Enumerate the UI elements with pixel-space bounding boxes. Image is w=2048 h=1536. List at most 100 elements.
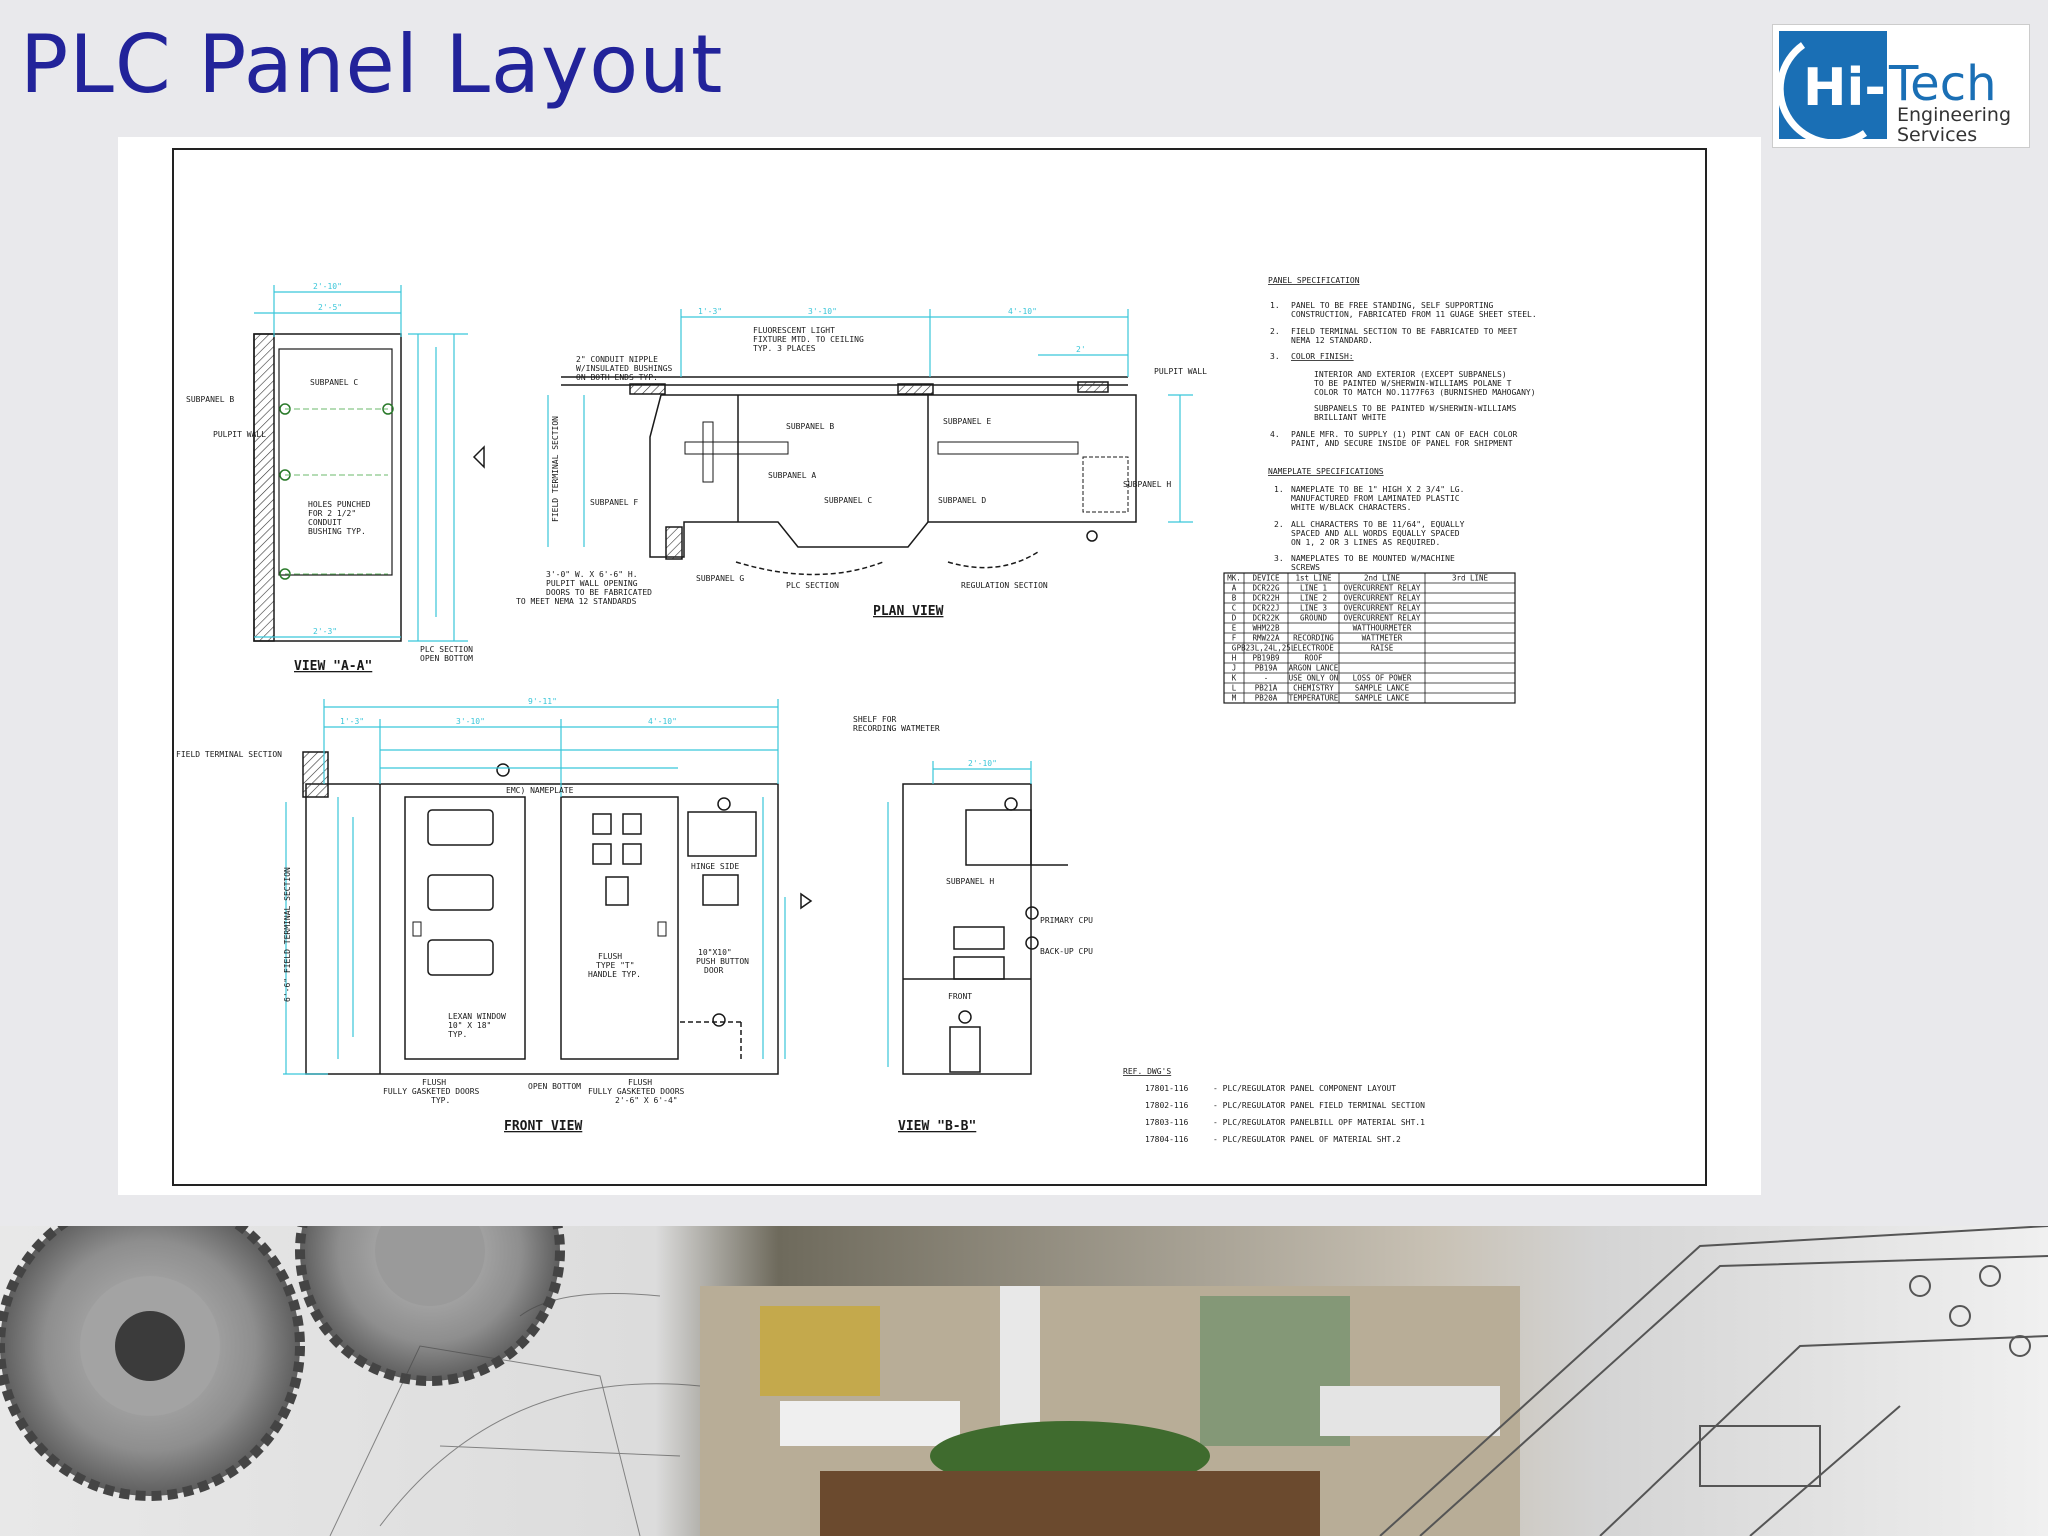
logo-tech-text: Tech bbox=[1888, 56, 1997, 112]
label-primary-cpu: PRIMARY CPU bbox=[1040, 916, 1093, 925]
panel-specification: PANEL SPECIFICATION 1. PANEL TO BE FREE … bbox=[1268, 276, 1537, 448]
dim-label: 2'-5" bbox=[318, 303, 342, 312]
label-subpanel-h: SUBPANEL H bbox=[946, 877, 994, 886]
table-header-cell: 1st LINE bbox=[1295, 574, 1332, 583]
table-cell: K bbox=[1232, 674, 1237, 683]
spec-line: CONSTRUCTION, FABRICATED FROM 11 GUAGE S… bbox=[1291, 310, 1537, 319]
front-view bbox=[302, 751, 813, 1075]
spec-line: SPACED AND ALL WORDS EQUALLY SPACED bbox=[1291, 529, 1460, 538]
label-conduit: ON BOTH ENDS TYP. bbox=[576, 373, 658, 382]
label-pushbutton: PUSH BUTTON bbox=[696, 957, 749, 966]
table-cell: B bbox=[1232, 594, 1237, 603]
spec-line: COLOR TO MATCH NO.1177F63 (BURNISHED MAH… bbox=[1314, 388, 1536, 397]
interior-photo bbox=[700, 1286, 1520, 1536]
company-logo: Hi- Tech Engineering Services bbox=[1772, 24, 2030, 148]
spec-line: MANUFACTURED FROM LAMINATED PLASTIC bbox=[1291, 494, 1460, 503]
dim-label: 2'-10" bbox=[968, 759, 997, 768]
label-front: FRONT bbox=[948, 992, 972, 1001]
label-opening: DOORS TO BE FABRICATED bbox=[546, 588, 652, 597]
table-cell: RAISE bbox=[1371, 644, 1394, 653]
view-aa-labels: 2'-10" 2'-5" 2'-3" SUBPANEL B SUBPANEL C… bbox=[186, 282, 473, 674]
table-header-cell: 2nd LINE bbox=[1364, 574, 1401, 583]
table-cell: OVERCURRENT RELAY bbox=[1344, 584, 1421, 593]
label-opening: 3'-0" W. X 6'-6" H. bbox=[546, 570, 638, 579]
label-backup-cpu: BACK-UP CPU bbox=[1040, 947, 1093, 956]
front-view-labels: 9'-11" 1'-3" 3'-10" 4'-10" FIELD TERMINA… bbox=[176, 697, 749, 1134]
label-conduit: 2" CONDUIT NIPPLE bbox=[576, 355, 658, 364]
logo-services-text: Services bbox=[1897, 124, 1977, 146]
table-cell: WATTMETER bbox=[1362, 634, 1403, 643]
label-subpanel-b: SUBPANEL B bbox=[786, 422, 834, 431]
logo-graphic: Hi- Tech Engineering Services bbox=[1776, 31, 2011, 147]
slide-title: PLC Panel Layout bbox=[20, 18, 724, 111]
label-flush-handle: TYPE "T" bbox=[596, 961, 635, 970]
label-lexan: LEXAN WINDOW bbox=[448, 1012, 506, 1021]
table-cell: TEMPERATURE bbox=[1289, 694, 1339, 703]
view-bb-labels: 2'-10" SHELF FOR RECORDING WATMETER SUBP… bbox=[853, 715, 1093, 1134]
photo-collage-graphic bbox=[0, 1226, 2048, 1536]
sheet-border bbox=[172, 148, 1707, 1186]
ref-description: - PLC/REGULATOR PANEL OF MATERIAL SHT.2 bbox=[1213, 1135, 1401, 1144]
sketch-lines bbox=[329, 1293, 701, 1536]
label-subpanel-d: SUBPANEL D bbox=[938, 496, 986, 505]
label-flush-doors-2: 2'-6" X 6'-4" bbox=[615, 1096, 678, 1105]
dim-label: 4'-10" bbox=[1008, 307, 1037, 316]
dim-label: 1'-3" bbox=[340, 717, 364, 726]
label-plc-section: PLC SECTION bbox=[420, 645, 473, 654]
nameplate-spec-heading: NAMEPLATE SPECIFICATIONS bbox=[1268, 467, 1384, 476]
dim-label: 2'-3" bbox=[313, 627, 337, 636]
spec-line: WHITE W/BLACK CHARACTERS. bbox=[1291, 503, 1411, 512]
spec-line: FIELD TERMINAL SECTION TO BE FABRICATED … bbox=[1291, 327, 1518, 336]
table-cell: DCR22G bbox=[1252, 584, 1280, 593]
table-cell: ELECTRODE bbox=[1293, 644, 1334, 653]
reference-drawings: REF. DWG'S 17801-116 - PLC/REGULATOR PAN… bbox=[1123, 1067, 1425, 1144]
gear-image bbox=[0, 1226, 565, 1501]
label-nameplate: EMC) NAMEPLATE bbox=[506, 786, 574, 795]
ref-description: - PLC/REGULATOR PANELBILL OPF MATERIAL S… bbox=[1213, 1118, 1425, 1127]
label-subpanel-b: SUBPANEL B bbox=[186, 395, 234, 404]
table-header-cell: MK. bbox=[1227, 574, 1241, 583]
plan-view-title: PLAN VIEW bbox=[873, 604, 944, 619]
label-subpanel-g: SUBPANEL G bbox=[696, 574, 744, 583]
label-fluorescent: FIXTURE MTD. TO CEILING bbox=[753, 335, 864, 344]
engineering-drawing: 2'-10" 2'-5" 2'-3" SUBPANEL B SUBPANEL C… bbox=[118, 137, 1761, 1195]
label-field-terminal: FIELD TERMINAL SECTION bbox=[176, 750, 282, 759]
table-cell: F bbox=[1232, 634, 1237, 643]
dim-label: 2'-10" bbox=[313, 282, 342, 291]
spec-num: 2. bbox=[1270, 327, 1280, 336]
table-cell: ARGON LANCE bbox=[1289, 664, 1339, 673]
table-cell: H bbox=[1232, 654, 1237, 663]
ref-number: 17801-116 bbox=[1145, 1084, 1189, 1093]
spec-line: NAMEPLATE TO BE 1" HIGH X 2 3/4" LG. bbox=[1291, 485, 1464, 494]
logo-hi-text: Hi- bbox=[1803, 58, 1886, 118]
label-plc-section: OPEN BOTTOM bbox=[420, 654, 473, 663]
table-cell: PB20A bbox=[1255, 694, 1278, 703]
view-aa-wall-hatch bbox=[253, 333, 275, 642]
label-subpanel-f: SUBPANEL F bbox=[590, 498, 638, 507]
label-subpanel-a: SUBPANEL A bbox=[768, 471, 816, 480]
label-flush-doors: TYP. bbox=[431, 1096, 450, 1105]
ref-description: - PLC/REGULATOR PANEL COMPONENT LAYOUT bbox=[1213, 1084, 1396, 1093]
label-field-terminal-vertical: 6'-6" FIELD TERMINAL SECTION bbox=[283, 867, 292, 1002]
label-flush-handle: FLUSH bbox=[598, 952, 622, 961]
label-fluorescent: TYP. 3 PLACES bbox=[753, 344, 816, 353]
label-shelf: RECORDING WATMETER bbox=[853, 724, 940, 733]
label-conduit: W/INSULATED BUSHINGS bbox=[576, 364, 673, 373]
view-aa bbox=[253, 333, 485, 642]
table-cell: PB19A bbox=[1255, 664, 1278, 673]
spec-line: NAMEPLATES TO BE MOUNTED W/MACHINE bbox=[1291, 554, 1455, 563]
spec-line: PAINT, AND SECURE INSIDE OF PANEL FOR SH… bbox=[1291, 439, 1513, 448]
plan-view bbox=[561, 376, 1137, 576]
table-cell: C bbox=[1232, 604, 1237, 613]
spec-line: BRILLIANT WHITE bbox=[1314, 413, 1386, 422]
table-cell: RECORDING bbox=[1293, 634, 1334, 643]
3d-plan-image bbox=[1379, 1226, 2048, 1536]
front-view-title: FRONT VIEW bbox=[504, 1119, 582, 1134]
table-cell: M bbox=[1232, 694, 1237, 703]
table-cell: WATTHOURMETER bbox=[1353, 624, 1412, 633]
table-cell: OVERCURRENT RELAY bbox=[1344, 604, 1421, 613]
label-pushbutton: DOOR bbox=[704, 966, 723, 975]
dim-label: 2' bbox=[1076, 345, 1086, 354]
label-pulpit-wall: PULPIT WALL bbox=[1154, 367, 1207, 376]
label-pushbutton: 10"X10" bbox=[698, 948, 732, 957]
